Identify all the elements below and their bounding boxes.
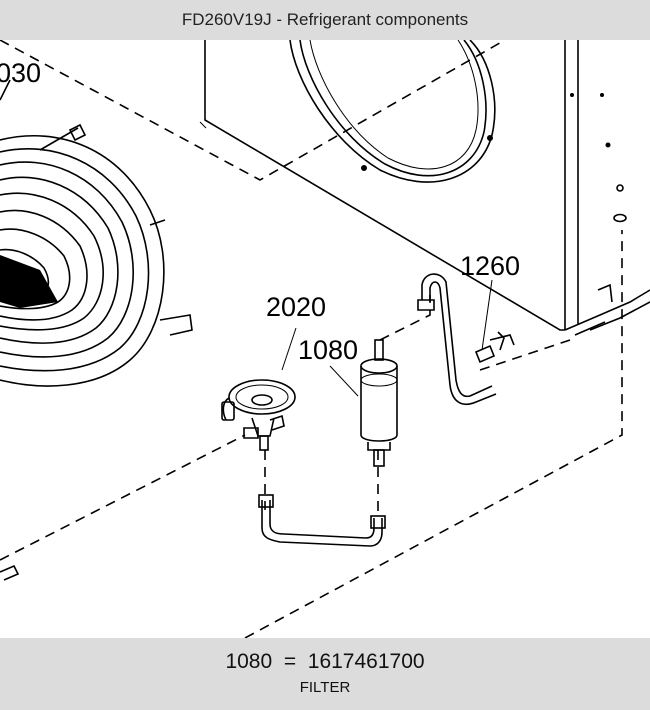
diagram-canvas: 030 2020 1080 1260 (0, 40, 650, 638)
part-label-1260[interactable]: 1260 (460, 251, 520, 281)
part-label-030[interactable]: 030 (0, 58, 41, 88)
filter-drier-1080[interactable] (360, 339, 398, 467)
unit-housing (199, 40, 650, 336)
equals-sign: = (283, 650, 297, 673)
fan-ring (289, 40, 496, 183)
pipe-end-left (0, 564, 20, 581)
title-bar: FD260V19J - Refrigerant components (0, 0, 650, 40)
selected-part-number: 1080 (225, 650, 273, 673)
part-number-line: 1080 = 1617461700 (0, 650, 650, 674)
part-description: FILTER (299, 679, 351, 696)
part-label-2020[interactable]: 2020 (266, 292, 326, 322)
expansion-valve-2020[interactable] (221, 379, 296, 451)
leader-lines (281, 279, 493, 397)
liquid-line-pipe (258, 494, 386, 547)
part-label-1080[interactable]: 1080 (298, 335, 358, 365)
fan-guard (0, 79, 193, 387)
liquid-pipe-1260 (417, 273, 515, 406)
exploded-diagram[interactable]: 030 2020 1080 1260 (0, 40, 650, 638)
page-title: FD260V19J - Refrigerant components (181, 10, 469, 29)
article-number: 1617461700 (307, 650, 425, 673)
part-info-footer: 1080 = 1617461700 FILTER (0, 638, 650, 710)
